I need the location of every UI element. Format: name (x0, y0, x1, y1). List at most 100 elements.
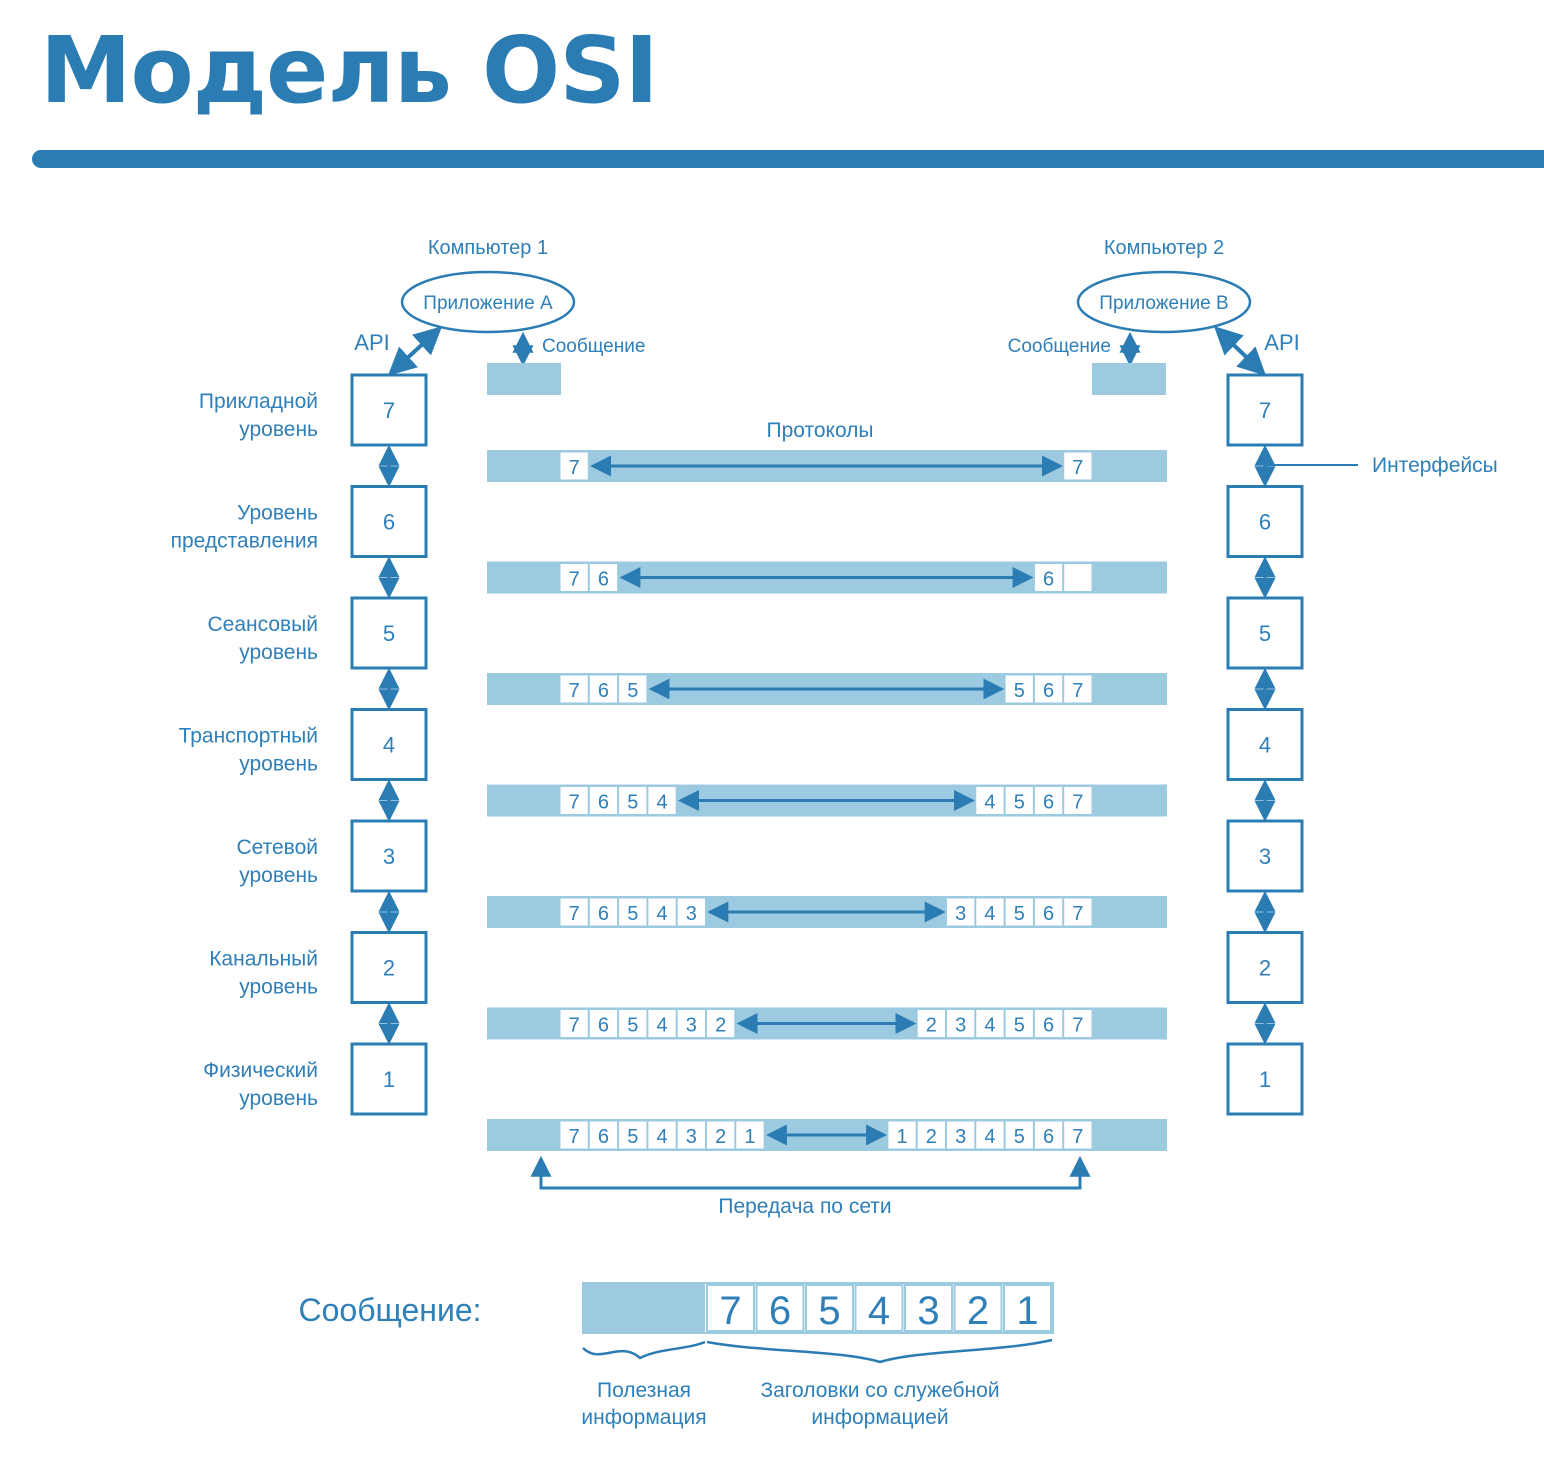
layer-number-left-4: 4 (383, 733, 395, 758)
layer-box-left-2 (350, 931, 428, 1004)
message-right-label: Сообщение (1008, 336, 1111, 357)
header-cell-right-label: 6 (1043, 569, 1054, 591)
layer-number-left-7: 7 (383, 398, 395, 423)
header-cell-left (648, 1121, 676, 1149)
header-cell-right-label: 2 (926, 1126, 937, 1148)
header-cell-left-label: 7 (569, 792, 580, 814)
layer-name-7-line1: Прикладной (199, 390, 318, 413)
layer-number-left-1: 1 (383, 1067, 395, 1092)
header-cell-right (947, 1010, 975, 1037)
header-cell-left-label: 6 (598, 792, 609, 814)
header-cell-right-label: 5 (1014, 1015, 1025, 1037)
interfaces-label: Интерфейсы (1372, 454, 1498, 477)
computer-2-label: Компьютер 2 (1104, 237, 1224, 259)
header-cell-right (1005, 1121, 1033, 1149)
legend-header-label: 3 (917, 1289, 939, 1333)
layer-name-5-line1: Сеансовый (207, 613, 318, 636)
header-cell-right (888, 1121, 916, 1149)
header-cell-right (947, 898, 975, 926)
header-cell-left-label: 5 (627, 792, 638, 814)
header-cell-right-label: 4 (984, 792, 995, 814)
header-cell-right (976, 787, 1004, 814)
header-cell-right-label: 6 (1043, 1126, 1054, 1148)
header-cell-right (1034, 675, 1063, 703)
header-cell-left (619, 898, 647, 926)
header-cell-left (589, 787, 618, 814)
header-cell-left-label: 6 (598, 1126, 609, 1148)
layer-box-right-2 (1226, 931, 1304, 1004)
header-cell-left (648, 1010, 676, 1037)
layer-name-7-line2: уровень (239, 418, 318, 441)
header-cell-left (648, 787, 676, 814)
header-cell-left (560, 787, 588, 814)
header-cell-right-label: 7 (1072, 1126, 1083, 1148)
layer-box-left-7 (350, 373, 428, 447)
legend-header-label: 7 (719, 1289, 741, 1333)
layer-number-right-2: 2 (1259, 956, 1271, 981)
header-cell-right-label: 7 (1072, 903, 1083, 925)
header-cell-left (560, 1121, 588, 1149)
legend-header-label: 2 (967, 1289, 989, 1333)
layer-box-right-1 (1226, 1042, 1304, 1116)
header-cell-left-label: 2 (715, 1126, 726, 1148)
layer-number-right-1: 1 (1259, 1067, 1271, 1092)
header-cell-left (560, 1010, 588, 1037)
legend-payload-block (583, 1283, 705, 1333)
layer-number-left-2: 2 (383, 956, 395, 981)
header-cell-right-label: 7 (1072, 792, 1083, 814)
header-cell-left (560, 898, 588, 926)
header-cell-left-label: 5 (627, 1126, 638, 1148)
payload-label-line1: Полезная (597, 1379, 691, 1402)
header-cell-left (707, 1010, 735, 1037)
layer-name-6-line1: Уровень (237, 502, 318, 525)
header-cell-right (1005, 675, 1033, 703)
header-cell-right (1034, 1121, 1063, 1149)
header-cell-left (619, 787, 647, 814)
header-cell-right-label: 4 (984, 1015, 995, 1037)
header-cell-left-label: 7 (569, 1015, 580, 1037)
header-cell-left-label: 7 (569, 1126, 580, 1148)
layer-box-right-4 (1226, 708, 1304, 781)
layer-box-left-1 (350, 1042, 428, 1116)
header-cell-right-label: 7 (1072, 680, 1083, 702)
legend-header-label: 1 (1016, 1289, 1038, 1333)
header-cell-left (736, 1121, 764, 1149)
header-cell-right (1034, 1010, 1063, 1037)
header-cell-right (1005, 898, 1033, 926)
layer-number-right-7: 7 (1259, 398, 1271, 423)
header-cell-left-label: 7 (569, 903, 580, 925)
header-cell-left-label: 3 (686, 903, 697, 925)
layer-box-left-6 (350, 485, 428, 558)
header-cell-right-label: 3 (955, 1015, 966, 1037)
header-cell-left-label: 4 (656, 792, 667, 814)
application-a-label: Приложение A (423, 293, 553, 314)
header-cell-right (1064, 898, 1092, 926)
layer-number-right-5: 5 (1259, 621, 1271, 646)
header-cell-right-label: 1 (896, 1126, 907, 1148)
header-cell-right-label: 2 (926, 1015, 937, 1037)
header-cell-right-label: 3 (955, 1126, 966, 1148)
header-cell-left-label: 6 (598, 903, 609, 925)
header-cell-left-label: 5 (627, 903, 638, 925)
header-cell-right (1064, 1010, 1092, 1037)
header-cell-right (1005, 787, 1033, 814)
header-cell-right (976, 1121, 1004, 1149)
header-cell-left (619, 1121, 647, 1149)
header-cell-left (589, 1121, 618, 1149)
layer-name-3-line2: уровень (239, 864, 318, 887)
layer-box-left-5 (350, 596, 428, 670)
header-cell-right-label: 5 (1014, 903, 1025, 925)
header-cell-left (619, 675, 647, 703)
header-cell-left-label: 7 (569, 457, 580, 479)
title-underline (32, 150, 1544, 168)
layer-name-2-line2: уровень (239, 976, 318, 999)
header-cell-left-label: 5 (627, 1015, 638, 1037)
legend-header-cell (854, 1284, 904, 1332)
header-cell-left (589, 1010, 618, 1037)
header-cell-right (1064, 787, 1092, 814)
header-cell-left-label: 6 (598, 680, 609, 702)
header-cell-left-label: 3 (686, 1126, 697, 1148)
api-right-arrow (1213, 326, 1267, 376)
header-cell-left-label: 4 (656, 1015, 667, 1037)
